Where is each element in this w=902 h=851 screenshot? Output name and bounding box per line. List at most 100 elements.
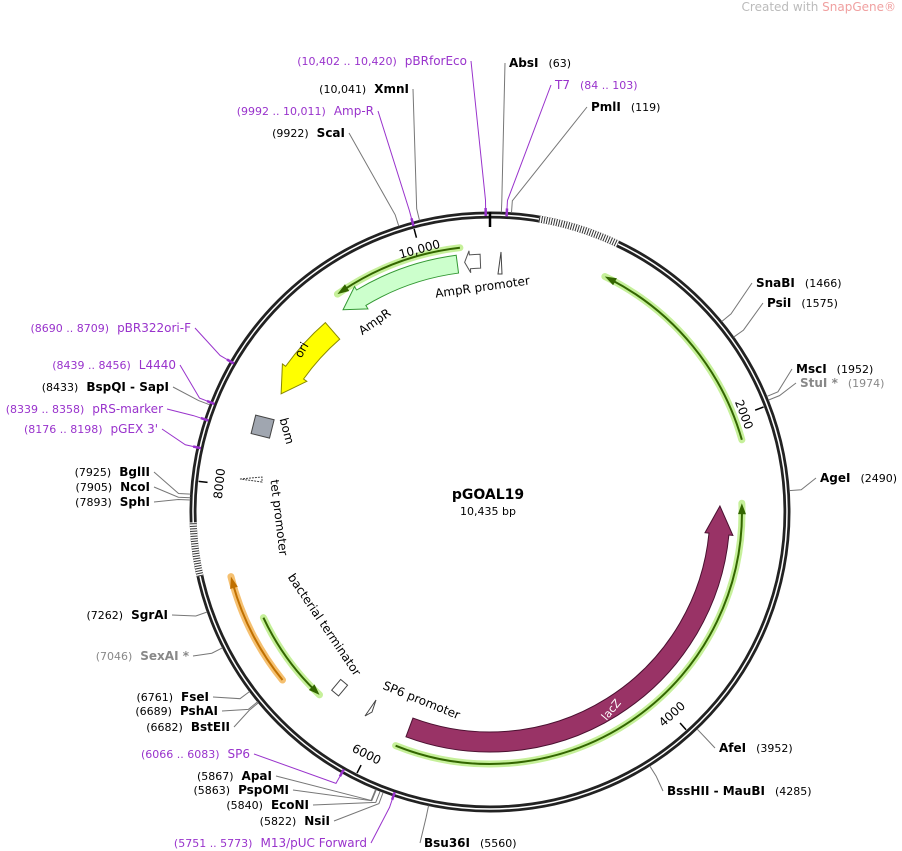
leader-line [419,805,430,844]
site-name: ScaI [317,126,345,140]
feature-bacterial-terminator[interactable] [330,678,349,697]
leader-line [292,789,377,802]
site-name: L4440 [139,358,176,372]
leader-line [194,327,231,362]
site-name: BstEII [191,720,230,734]
leader-line [233,702,259,728]
feature-glow [259,614,323,699]
primer-mark [410,217,415,227]
site-name: PspOMI [238,783,289,797]
site-label-afei[interactable]: AfeI(3952) [719,741,793,755]
site-label-stui-[interactable]: StuI * (1974) [800,376,884,390]
site-name: NcoI [120,480,150,494]
site-label-ncoi[interactable]: (7905)NcoI [76,480,150,494]
site-label-nsii[interactable]: (5822)NsiI [260,814,330,828]
site-name: SexAI * [140,649,189,663]
leader-line [506,84,552,213]
site-position: (6682) [146,721,183,734]
site-label-m13-puc-forward[interactable]: (5751 .. 5773)M13/pUC Forward [174,836,367,850]
arrowhead [604,276,617,286]
site-label-bsteii[interactable]: (6682) BstEII [146,720,230,734]
site-label-pshai[interactable]: (6689)PshAI [135,704,218,718]
watermark-brand: SnapGene® [822,0,896,14]
site-label-bsshii-maubi[interactable]: BssHII - MauBI (4285) [667,784,812,798]
site-label-l4440[interactable]: (8439 .. 8456)L4440 [52,358,176,372]
site-name: MscI [796,362,827,376]
site-label-msci[interactable]: MscI(1952) [796,362,873,376]
feature-label: bom [277,416,297,445]
site-label-prs-marker[interactable]: (8339 .. 8358)pRS-marker [6,402,163,416]
site-position: (6689) [135,705,172,718]
feature-label: bacterial terminator [285,571,364,679]
site-label-absi[interactable]: AbsI(63) [509,56,571,70]
site-label-snabi[interactable]: SnaBI(1466) [756,276,841,290]
site-label-scai[interactable]: (9922)ScaI [272,126,345,140]
site-label-sexai-[interactable]: (7046)SexAI * [96,649,190,663]
site-label-bsu36i[interactable]: Bsu36I(5560) [424,836,517,850]
site-label-xmni[interactable]: (10,041)XmnI [319,82,409,96]
site-name: pRS-marker [92,402,163,416]
leader-line [500,62,506,213]
site-name: BssHII - MauBI [667,784,765,798]
feature-AmpR[interactable] [342,254,460,311]
feature-glow [601,273,746,444]
feature-AmpR-promoter[interactable] [464,250,482,274]
site-label-sphi[interactable]: (7893)SphI [75,495,150,509]
orf-arrow-upper-right[interactable] [601,273,746,444]
site-label-pbr322ori-f[interactable]: (8690 .. 8709)pBR322ori-F [31,321,192,335]
site-position: (9992 .. 10,011) [237,105,326,118]
labels-layer: AbsI(63) T7(84 .. 103) PmlI(119) SnaBI(1466… [6,54,897,850]
orf-arrow-left[interactable] [259,614,323,699]
site-label-apai[interactable]: (5867)ApaI [197,769,272,783]
orf-arrow-upper-left[interactable] [333,244,464,298]
primer-mark [206,399,215,406]
site-label-pbrforeco[interactable]: (10,402 .. 10,420)pBRforEco [297,54,467,68]
feature-lacZ[interactable] [405,504,734,753]
arrowhead [337,284,350,295]
site-label-bglii[interactable]: (7925)BglII [75,465,150,479]
leader-line [221,701,258,712]
site-position: (10,041) [319,83,366,96]
feature-line [262,617,316,692]
leader-line [166,408,205,420]
site-label-fsei[interactable]: (6761)FseI [136,690,209,704]
leader-line [179,364,211,403]
site-label-pspomi[interactable]: (5863) PspOMI [193,783,289,797]
feature-line [231,583,284,681]
feature-ori[interactable] [280,321,341,395]
site-position: (4285) [775,785,812,798]
leader-line [510,106,588,213]
site-label-econi[interactable]: (5840)EcoNI [226,798,309,812]
site-label-pmli[interactable]: PmlI(119) [591,100,660,114]
site-name: SgrAI [131,608,168,622]
feature-bom[interactable] [250,414,275,439]
site-name: pBRforEco [405,54,467,68]
leader-line [768,382,797,401]
site-name: M13/pUC Forward [260,836,367,850]
site-label-sgrai[interactable]: (7262)SgrAI [87,608,168,622]
site-position: (1974) [848,377,885,390]
site-label-pgex-3-[interactable]: (8176 .. 8198)pGEX 3' [24,422,158,436]
site-position: (5863) [193,784,230,797]
site-name: ApaI [242,769,272,783]
site-label-sp6[interactable]: (6066 .. 6083)SP6 [141,747,250,761]
feature-SP6-promoter[interactable] [364,699,377,717]
feature-tet-promoter[interactable] [239,476,263,483]
site-position: (8176 .. 8198) [24,423,103,436]
tick-mark [198,480,208,484]
leader-line [312,790,381,806]
leader-line [212,691,250,700]
orange-feature-arrow[interactable] [227,573,287,684]
site-position: (5560) [480,837,517,850]
site-label-t7[interactable]: T7(84 .. 103) [554,78,638,92]
leader-line [470,60,487,213]
site-position: (6066 .. 6083) [141,748,220,761]
site-name: StuI * [800,376,839,390]
site-label-bspqi-sapi[interactable]: (8433)BspQI - SapI [42,380,169,394]
site-label-agei[interactable]: AgeI(2490) [820,471,897,485]
site-label-amp-r[interactable]: (9992 .. 10,011)Amp-R [237,104,374,118]
feature-label: AmpR [356,306,393,338]
site-label-psii[interactable]: PsiI(1575) [767,296,838,310]
orf-arrow-lower-right[interactable] [392,499,746,768]
